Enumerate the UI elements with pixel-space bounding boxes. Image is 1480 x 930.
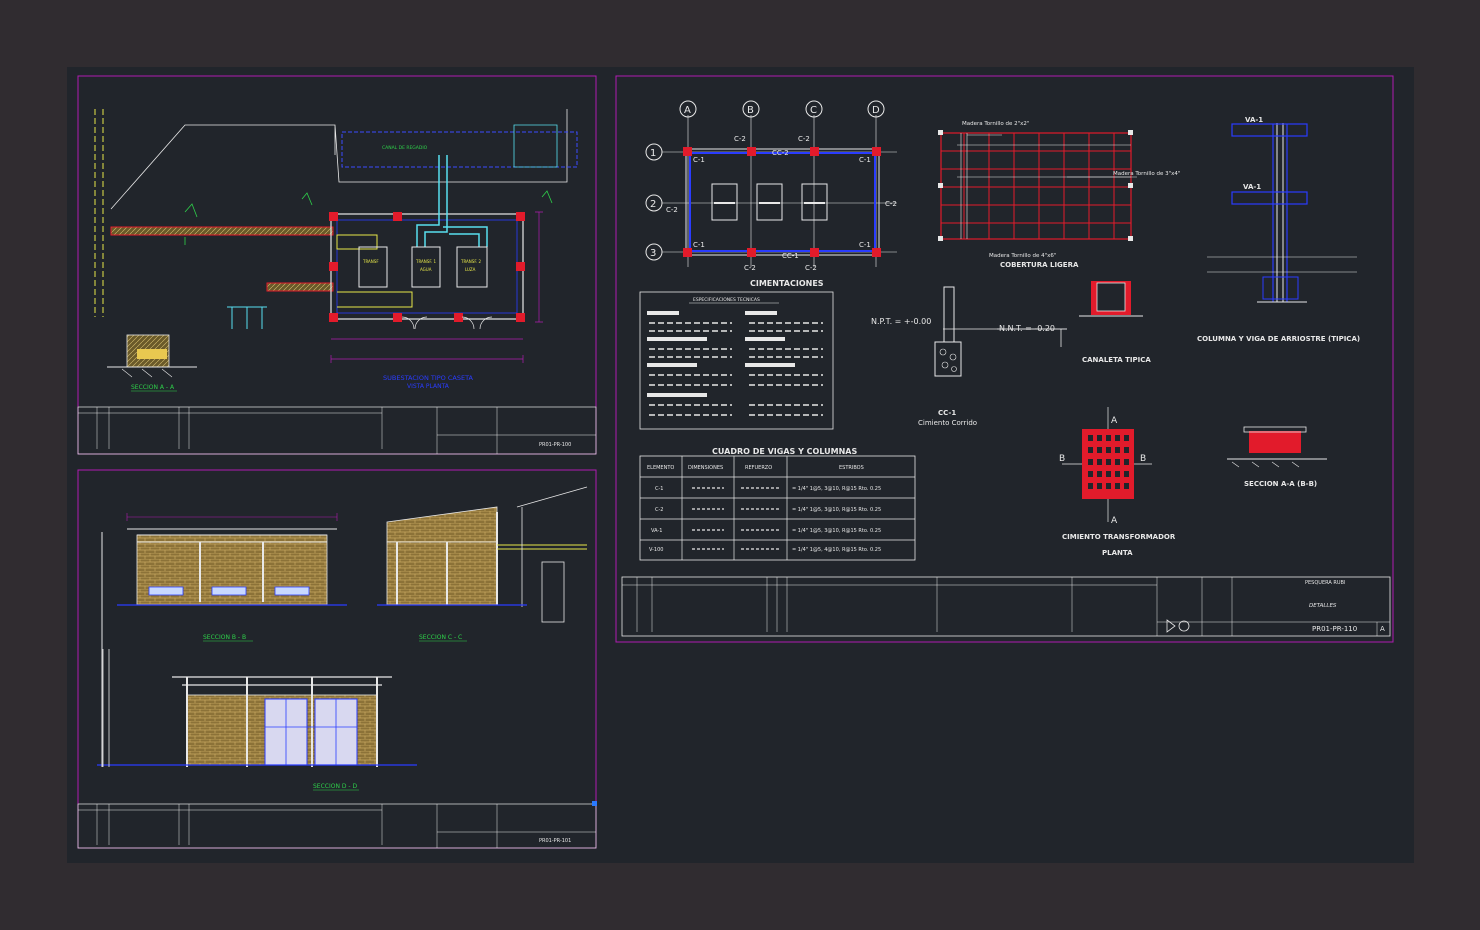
va1-mid-label: VA-1 [1243,183,1261,191]
tank-2-sub: LUZA [465,267,476,272]
madera-2x2-label: Madera Tornillo de 2"x2" [962,121,1029,127]
table-header-refuerzo: REFUERZO [745,465,772,471]
section-b-title: SECCION B - B [203,634,246,641]
npt-label: N.P.T. = +-0.00 [871,317,931,326]
cuadro-title: CUADRO DE VIGAS Y COLUMNAS [712,447,857,456]
grid-col-a: A [684,105,691,116]
grid-row-1: 1 [650,148,656,159]
section-d-title: SECCION D - D [313,783,357,790]
marker-a-top: A [1111,416,1118,426]
cad-model-space[interactable]: CANAL DE REGADIO TRANSF TRANSF. 1 AGUA T… [67,67,1414,863]
col-label-c2-top-2: C-2 [798,135,810,143]
grid-row-2: 2 [650,199,656,210]
table-row-4-estribos: = 1/4" 1@5, 4@10, R@15 Rto. 0.25 [792,547,881,553]
section-c-title: SECCION C - C [419,634,462,641]
transformador-title: CIMIENTO TRANSFORMADOR [1062,533,1176,541]
sheet-1-plan-subtitle: VISTA PLANTA [407,383,450,390]
title-block-drawing-number: PR01-PR-110 [1312,625,1357,633]
svg-text:CANAL DE REGADIO: CANAL DE REGADIO [382,145,428,151]
columna-viga-detalle: VA-1 VA-1 COLUMNA Y VIGA DE ARRIOSTRE (T… [1197,116,1360,343]
cobertura-ligera: Madera Tornillo de 2"x2" Madera Tornillo… [938,121,1180,269]
table-row-1-estribos: = 1/4" 1@5, 3@10, R@15 Rto. 0.25 [792,486,881,492]
marker-a-bottom: A [1111,516,1118,526]
table-row-2-estribos: = 1/4" 1@5, 3@10, R@15 Rto. 0.25 [792,507,881,513]
madera-4x6-label: Madera Tornillo de 4"x6" [989,253,1056,259]
table-row-1-element: C-1 [655,486,663,492]
sheet-2-drawing-number: PR01-PR-101 [539,838,571,844]
grid-col-b: B [747,105,754,116]
grid-col-d: D [872,105,880,116]
cimentaciones-plan: A B C D 1 2 3 C-2 C-2 C-1 C-1 [645,100,897,288]
tank-2-label: TRANSF. 2 [460,259,482,264]
table-row-3-estribos: = 1/4" 1@5, 3@10, R@15 Rto. 0.25 [792,528,881,534]
col-label-c1-bottom-left: C-1 [693,241,705,249]
cimiento-corrido: N.P.T. = +-0.00 N.N.T. = -0.20 CC-1 Cimi… [871,286,1067,427]
cobertura-title: COBERTURA LIGERA [1000,261,1079,269]
cimiento-title: Cimiento Corrido [918,419,977,427]
cuadro-vigas-columnas: CUADRO DE VIGAS Y COLUMNAS ELEMENTO DIME… [639,447,916,561]
seccion-aa-bb: SECCION A-A (B-B) [1227,426,1327,488]
especificaciones-box: ESPECIFICACIONES TECNICAS [639,291,834,430]
col-label-c2-bottom-1: C-2 [744,264,756,272]
table-header-elemento: ELEMENTO [647,465,674,471]
canaleta-title: CANALETA TIPICA [1082,356,1151,364]
cimiento-transformador: A A B B CIMIENTO TRANSFORMADOR PLANTA [1059,407,1176,557]
col-label-c2-left: C-2 [666,206,678,214]
seccion-title: SECCION A-A (B-B) [1244,480,1317,488]
svg-text:TRANSF: TRANSF [362,259,379,264]
cimentaciones-title: CIMENTACIONES [750,279,824,288]
sheet-3-border [615,75,1394,643]
col-label-cc2-top: CC-2 [772,149,789,157]
sheet-1-section-title: SECCION A - A [131,384,175,391]
tank-1-sub: AGUA [420,267,432,272]
sheet-1-columns [329,212,525,322]
col-label-c2-bottom-2: C-2 [805,264,817,272]
col-label-c2-top-1: C-2 [734,135,746,143]
col-label-c1-top-left: C-1 [693,156,705,164]
marker-b-right: B [1140,454,1146,464]
table-row-2-element: C-2 [655,507,663,513]
sheet-2: SECCION B - B SECCION C - C SECCION D - … [77,469,597,849]
title-block-sheet-name: DETALLES [1309,603,1337,609]
title-block-revision: A [1380,625,1385,633]
sheet-3: A B C D 1 2 3 C-2 C-2 C-1 C-1 [615,75,1394,643]
grid-col-c: C [810,105,817,116]
sheet-1-drawing-number: PR01-PR-100 [539,442,571,448]
table-header-estribos: ESTRIBOS [839,465,864,471]
marker-b-left: B [1059,454,1065,464]
especificaciones-title: ESPECIFICACIONES TECNICAS [693,297,760,303]
title-block-project: PESQUERA RUBI [1305,580,1345,586]
sheet-1-plan-title: SUBESTACION TIPO CASETA [383,374,474,382]
columna-title: COLUMNA Y VIGA DE ARRIOSTRE (TIPICA) [1197,335,1360,343]
table-row-4-element: V-100 [649,547,663,553]
sheet-3-title-block: PESQUERA RUBI DETALLES PR01-PR-110 A [621,576,1391,637]
sheet-2-border [77,469,597,849]
nnt-label: N.N.T. = -0.20 [999,324,1055,333]
col-label-c1-bottom-right: C-1 [859,241,871,249]
col-label-c2-right: C-2 [885,200,897,208]
cad-drawing-canvas[interactable]: CANAL DE REGADIO TRANSF TRANSF. 1 AGUA T… [67,67,1414,863]
table-header-dimensiones: DIMENSIONES [688,465,723,471]
col-label-cc1-bottom: CC-1 [782,252,799,260]
tank-1-label: TRANSF. 1 [415,259,437,264]
sheet-1: CANAL DE REGADIO TRANSF TRANSF. 1 AGUA T… [77,75,597,455]
table-row-3-element: VA-1 [651,528,662,534]
canaleta-tipica: CANALETA TIPICA [1079,281,1151,364]
cimiento-code: CC-1 [938,409,956,417]
madera-3x4-label: Madera Tornillo de 3"x4" [1113,171,1180,177]
col-label-c1-top-right: C-1 [859,156,871,164]
grid-row-3: 3 [650,248,656,259]
va1-top-label: VA-1 [1245,116,1263,124]
planta-title: PLANTA [1102,549,1133,557]
